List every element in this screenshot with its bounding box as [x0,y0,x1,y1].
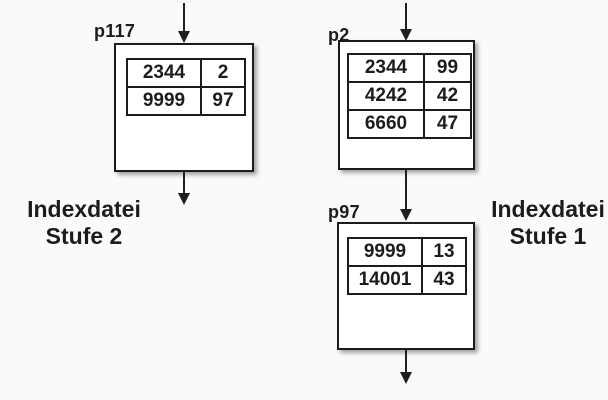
table-row: 4242 42 [347,81,472,111]
node-table-p97: 9999 13 14001 43 [347,237,467,295]
key-cell: 4242 [347,81,425,111]
pointer-cell: 47 [423,109,472,139]
arrowhead-into-p117 [178,31,190,43]
caption-line: Stufe 2 [45,223,123,249]
key-cell: 6660 [347,109,425,139]
table-row: 2344 99 [347,53,472,83]
arrow-line-out-of-p117 [183,172,185,194]
arrow-line-p2-to-p97 [405,170,407,209]
caption-indexdatei-stufe-1: Indexdatei Stufe 1 [487,196,608,250]
pointer-cell: 42 [423,81,472,111]
pointer-cell: 97 [200,86,246,116]
key-cell: 14001 [347,265,423,295]
pointer-cell: 99 [423,53,472,83]
arrow-line-into-p2 [405,3,407,29]
pointer-cell: 43 [421,265,467,295]
arrowhead-out-of-p97 [400,372,412,384]
node-label-p97: p97 [328,202,360,222]
table-row: 9999 97 [126,86,246,116]
arrowhead-into-p97 [400,209,412,221]
key-cell: 2344 [347,53,425,83]
node-table-p2: 2344 99 4242 42 6660 47 [347,53,472,139]
arrowhead-out-of-p117 [178,193,190,205]
caption-line: Stufe 1 [509,223,587,249]
key-cell: 9999 [126,86,202,116]
table-row: 14001 43 [347,265,467,295]
pointer-cell: 13 [421,237,467,267]
key-cell: 9999 [347,237,423,267]
arrow-line-out-of-p97 [405,350,407,373]
arrow-line-into-p117 [183,3,185,31]
table-row: 2344 2 [126,58,246,88]
arrowhead-into-p2 [400,29,412,41]
table-row: 9999 13 [347,237,467,267]
node-table-p117: 2344 2 9999 97 [126,58,246,116]
caption-indexdatei-stufe-2: Indexdatei Stufe 2 [14,196,154,250]
key-cell: 2344 [126,58,202,88]
table-row: 6660 47 [347,109,472,139]
caption-line: Indexdatei [27,196,141,222]
caption-line: Indexdatei [491,196,605,222]
node-label-p117: p117 [94,21,136,41]
pointer-cell: 2 [200,58,246,88]
